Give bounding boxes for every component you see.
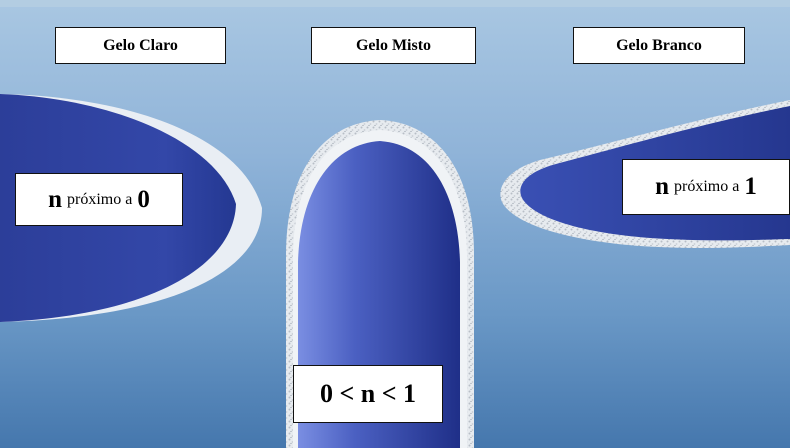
white-ice-n-var: n <box>655 173 669 201</box>
white-ice-n-text: próximo a <box>674 178 739 196</box>
white-ice-title-text: Gelo Branco <box>616 37 702 55</box>
mixed-ice-title-text: Gelo Misto <box>356 37 431 55</box>
clear-ice-n-text: próximo a <box>67 191 132 209</box>
clear-ice-n-label: n próximo a 0 <box>15 173 183 226</box>
clear-ice-n-var: n <box>48 186 62 214</box>
white-ice-n-value: 1 <box>744 173 757 201</box>
clear-ice-n-value: 0 <box>137 186 150 214</box>
white-ice-title: Gelo Branco <box>573 27 745 64</box>
clear-ice-title: Gelo Claro <box>55 27 226 64</box>
clear-ice-title-text: Gelo Claro <box>103 37 178 55</box>
white-ice-n-label: n próximo a 1 <box>622 159 790 215</box>
mixed-ice-title: Gelo Misto <box>311 27 476 64</box>
mixed-ice-range-label: 0 < n < 1 <box>293 365 443 423</box>
mixed-ice-range-text: 0 < n < 1 <box>320 379 416 409</box>
